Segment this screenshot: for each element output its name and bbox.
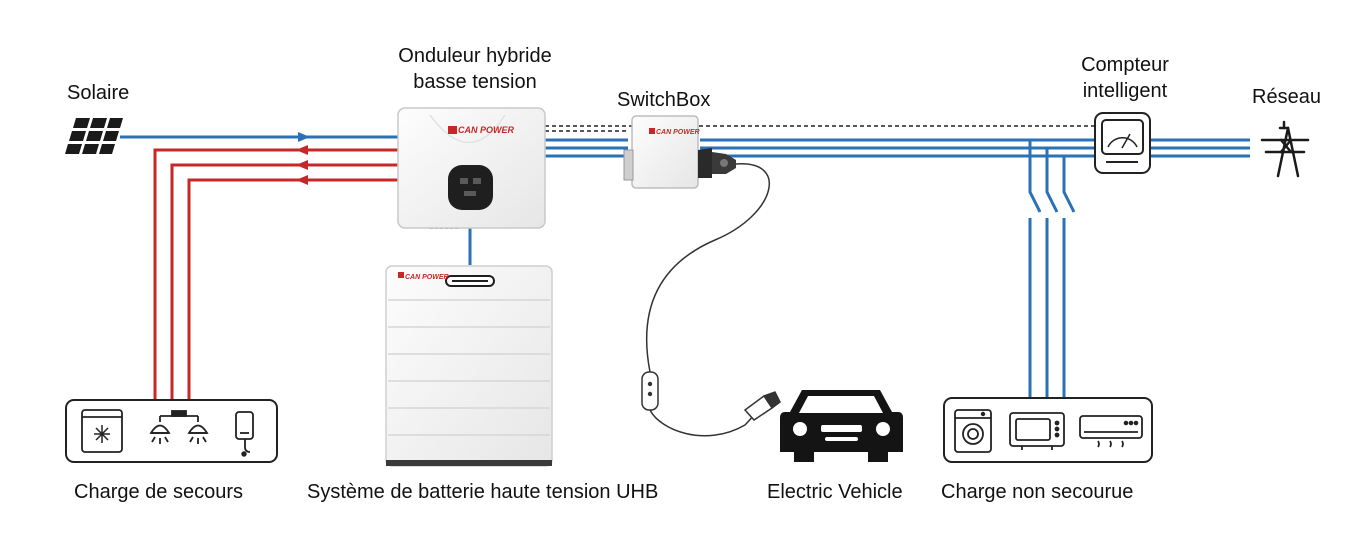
inverter-label-line2: basse tension [413,71,537,93]
switchbox-device [623,115,736,189]
smart-meter [1094,112,1151,174]
solar-label: Solaire [67,82,130,104]
ac-bus-lines [545,138,1250,158]
grid-label: Réseau [1252,86,1321,108]
switchbox-brand-text: CAN POWER [656,129,700,136]
communication-dashed-line [545,125,1095,132]
transmission-tower-icon [1260,120,1310,178]
solar-panel-icon [65,118,123,154]
meter-dial-icon [1107,133,1138,149]
washing-machine-icon [954,409,992,453]
inverter-label: Onduleur hybride basse tension [370,43,580,95]
inverter-brand-text: CAN POWER [458,125,515,135]
switchbox-label: SwitchBox [617,89,711,111]
air-conditioner-icon [1079,415,1143,448]
backup-load-box [65,399,278,463]
battery-label: Système de batterie haute tension UHB [307,481,659,503]
hybrid-inverter [397,107,546,229]
ev-label: Electric Vehicle [767,481,903,503]
non-backup-feeders [1028,140,1076,398]
battery-brand-text: CAN POWER [405,274,449,281]
car-icon [780,390,903,462]
battery-stack [385,265,553,467]
ev-charging-cable [641,163,781,437]
meter-label: Compteur intelligent [1055,52,1195,104]
lamp-icon [149,410,209,444]
freezer-icon [81,409,123,453]
brand-mark-icon [448,126,457,134]
meter-label-line2: intelligent [1082,80,1168,102]
ev-plug-icon [698,148,712,178]
non-backup-load-box [943,397,1153,463]
inverter-display [448,165,493,210]
inverter-label-line1: Onduleur hybride [398,45,552,67]
microwave-icon [1009,412,1065,450]
backup-load-lines [153,145,398,400]
non-backup-load-label: Charge non secourue [941,481,1134,503]
meter-label-line1: Compteur [1081,54,1169,76]
backup-load-label: Charge de secours [74,481,243,503]
water-heater-icon [235,411,254,457]
